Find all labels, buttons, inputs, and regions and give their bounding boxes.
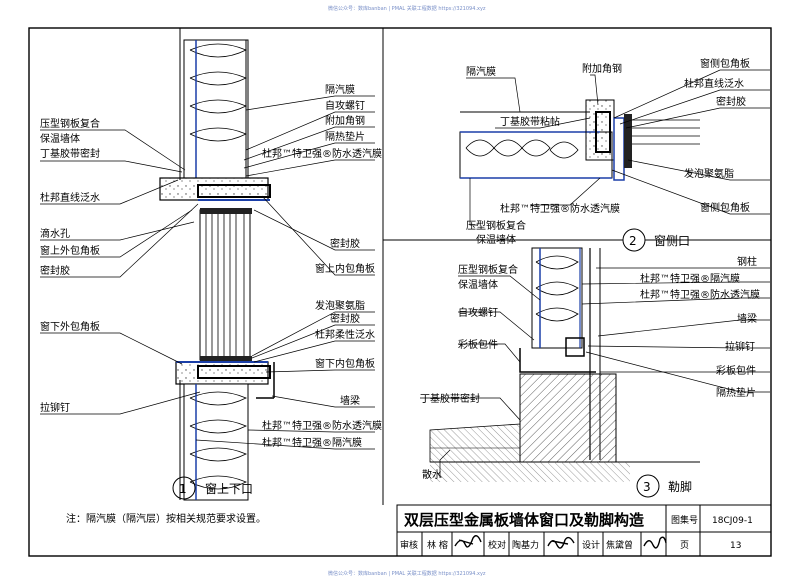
title-block-title: 双层压型金属板墙体窗口及勒脚构造 — [404, 511, 644, 529]
d2-label-2: 窗侧包角板 — [700, 57, 750, 70]
title-block — [396, 504, 772, 557]
d2-number: 2 — [629, 234, 637, 248]
d1-label-l0: 压型钢板复合 — [40, 117, 100, 130]
d1-label-r2: 附加角钢 — [325, 114, 365, 127]
d2-caption: 窗侧口 — [654, 234, 690, 248]
review-label: 审核 — [400, 539, 418, 551]
d3-label-r6: 隔热垫片 — [716, 386, 756, 399]
d1-label-r5: 密封胶 — [330, 237, 360, 250]
d3-number-circle — [636, 474, 660, 498]
d1-number: 1 — [179, 482, 187, 496]
watermark-top: 微信公众号：数库banban | PMAL 关联工程数据 https://321… — [328, 6, 486, 12]
note: 注：隔汽膜（隔汽层）按相关规范要求设置。 — [66, 512, 266, 525]
d3-label-l1: 保温墙体 — [458, 278, 498, 291]
d1-label-r9: 杜邦柔性泛水 — [315, 328, 375, 341]
d2-label-9: 压型钢板复合 — [466, 219, 526, 232]
watermark-bottom: 微信公众号：数库banban | PMAL 关联工程数据 https://321… — [328, 571, 486, 577]
d1-label-l3: 杜邦直线泛水 — [40, 191, 100, 204]
d2-label-8: 窗侧包角板 — [700, 201, 750, 214]
detail3-leaders — [420, 267, 770, 478]
d3-number: 3 — [643, 480, 651, 494]
d3-label-r5: 彩板包件 — [716, 364, 756, 377]
d3-label-r3: 墙梁 — [737, 312, 757, 325]
d1-label-l2: 丁基胶带密封 — [40, 147, 100, 160]
d1-label-l1: 保温墙体 — [40, 132, 80, 145]
detail3-section — [429, 247, 700, 482]
d3-label-r2: 杜邦™特卫强®防水透汽膜 — [640, 288, 760, 301]
design-label: 设计 — [582, 539, 600, 551]
detail1-section — [159, 28, 275, 501]
page-number: 13 — [730, 541, 741, 551]
check-label: 校对 — [488, 539, 506, 551]
d1-label-r6: 窗上内包角板 — [315, 262, 375, 275]
d2-label-5: 丁基胶带粘帖 — [500, 115, 560, 128]
d3-label-l0: 压型钢板复合 — [458, 263, 518, 276]
d1-label-r3: 隔热垫片 — [325, 130, 365, 143]
d2-label-3: 杜邦直线泛水 — [684, 77, 744, 90]
atlas-number: 18CJ09-1 — [712, 516, 753, 526]
d3-label-l4: 丁基胶带密封 — [420, 392, 480, 405]
detail2-leaders — [466, 69, 770, 226]
atlas-label: 图集号 — [671, 514, 698, 526]
checker-signature — [547, 536, 575, 549]
detail1-leaders-right — [195, 95, 375, 450]
d1-number-circle — [172, 476, 196, 500]
d2-label-6: 发泡聚氨脂 — [684, 167, 734, 180]
d1-label-r8: 密封胶 — [330, 312, 360, 325]
d1-label-l6: 密封胶 — [40, 264, 70, 277]
d2-label-1: 附加角钢 — [582, 62, 622, 75]
d3-label-r4: 拉铆钉 — [725, 340, 755, 353]
d1-label-r1: 自攻螺钉 — [325, 99, 365, 112]
d2-label-10: 保温墙体 — [476, 233, 516, 246]
reviewer-signature — [454, 535, 482, 548]
d1-label-r13: 杜邦™特卫强®隔汽膜 — [262, 436, 362, 449]
d1-label-r12: 杜邦™特卫强®防水透汽膜 — [262, 419, 382, 432]
d1-label-l7: 窗下外包角板 — [40, 320, 100, 333]
detail2-section — [459, 99, 700, 181]
d2-number-circle — [622, 228, 646, 252]
d1-label-r0: 隔汽膜 — [325, 83, 355, 96]
d3-caption: 勒脚 — [668, 479, 692, 494]
designer-signature — [643, 536, 667, 549]
page-label: 页 — [680, 540, 689, 551]
d2-label-4: 密封胶 — [716, 95, 746, 108]
d2-label-0: 隔汽膜 — [466, 65, 496, 78]
d1-label-l5: 窗上外包角板 — [40, 244, 100, 257]
d1-label-r4: 杜邦™特卫强®防水透汽膜 — [262, 147, 382, 160]
reviewer-name: 林 榕 — [427, 539, 448, 551]
d1-label-l4: 滴水孔 — [40, 227, 70, 240]
d3-label-r1: 杜邦™特卫强®隔汽膜 — [640, 272, 740, 285]
d1-label-r11: 墙梁 — [340, 394, 360, 407]
designer-name: 焦黛曾 — [606, 539, 633, 551]
d3-label-r0: 钢柱 — [737, 255, 757, 268]
d2-label-7: 杜邦™特卫强®防水透汽膜 — [500, 202, 620, 215]
d1-label-r7: 发泡聚氨脂 — [315, 299, 365, 312]
checker-name: 陶基力 — [512, 539, 539, 551]
d3-label-l2: 自攻螺钉 — [458, 306, 498, 319]
d1-label-r10: 窗下内包角板 — [315, 357, 375, 370]
d1-label-l8: 拉铆钉 — [40, 401, 70, 414]
d3-label-l3: 彩板包件 — [458, 338, 498, 351]
detail1-leaders-left — [40, 129, 201, 415]
d1-caption: 窗上下口 — [205, 482, 253, 496]
d3-label-l5: 散水 — [422, 468, 442, 481]
